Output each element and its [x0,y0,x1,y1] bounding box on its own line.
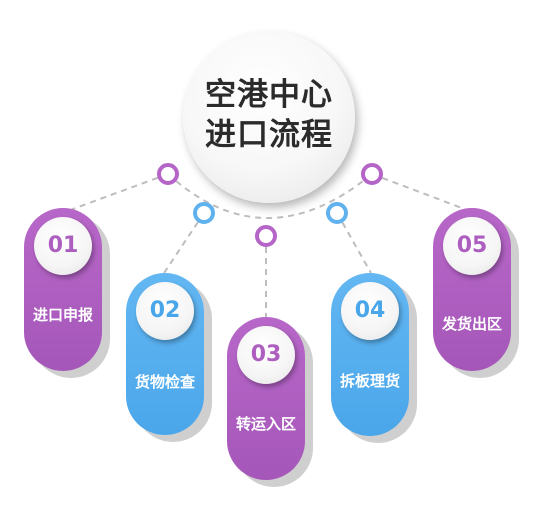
step-05-number: 05 [443,217,501,275]
ring-node-04 [326,202,348,224]
step-01-card: 01 进口申报 [24,208,102,371]
connector-line-02 [163,212,205,274]
center-title-line1: 空港中心 [205,77,333,113]
ring-node-02 [193,202,215,224]
step-04-label: 拆板理货 [339,372,400,390]
step-01-label: 进口申报 [32,306,93,324]
connector-line-04 [336,212,372,274]
step-04-number: 04 [341,282,399,340]
step-02-label: 货物检查 [134,373,195,391]
step-05-label: 发货出区 [441,315,502,333]
ring-node-03 [255,225,277,247]
step-02-number: 02 [136,282,194,340]
ring-node-01 [157,163,179,185]
step-03-label: 转运入区 [235,415,296,433]
step-05-card: 05 发货出区 [433,208,511,371]
step-03-number: 03 [237,326,295,384]
step-04-card: 04 拆板理货 [331,273,409,436]
connector-arc [167,173,373,219]
connector-line-05 [371,173,476,214]
step-01-number: 01 [34,217,92,275]
step-02-card: 02 货物检查 [126,273,204,435]
center-title-line2: 进口流程 [205,117,333,153]
connector-line-01 [61,173,169,214]
center-circle: 空港中心 进口流程 [183,31,355,203]
step-03-card: 03 转运入区 [227,317,305,480]
ring-node-05 [361,163,383,185]
